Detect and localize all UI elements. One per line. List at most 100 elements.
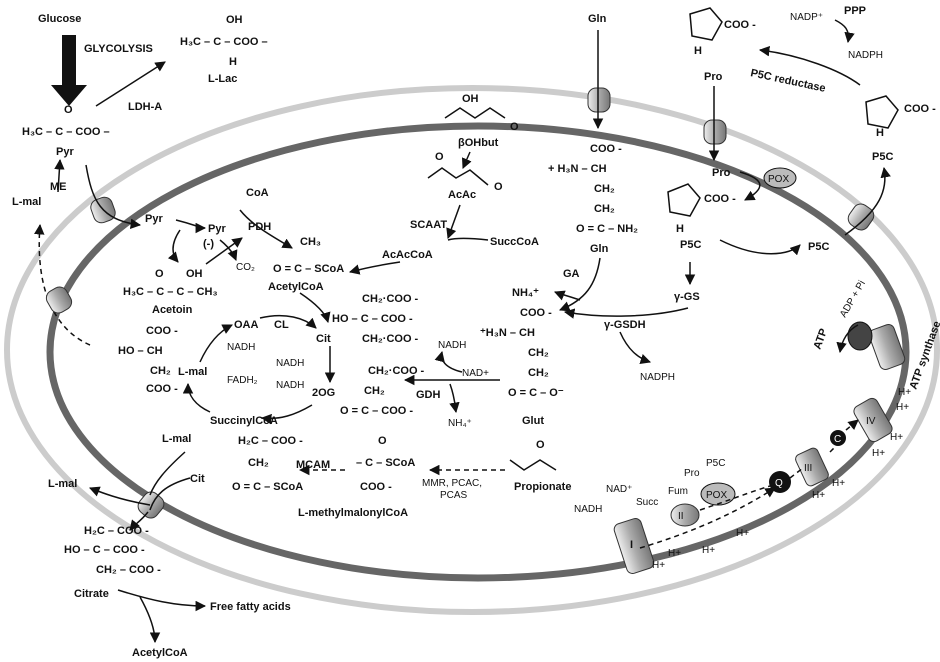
- gln-struct-3: CH₂: [594, 183, 615, 195]
- hplus-4: H+: [736, 528, 749, 539]
- cit-bottom-label: Cit: [190, 473, 205, 485]
- hplus-8: H+: [890, 432, 903, 443]
- bohbut-skeleton: [444, 107, 506, 119]
- bohbut-arrow: [461, 151, 472, 169]
- gamma-gsdh-arrow: [563, 307, 689, 319]
- glut-label: Glut: [522, 415, 544, 427]
- glucose-label: Glucose: [38, 13, 81, 25]
- p5c-outer-coo: COO -: [904, 103, 936, 115]
- pro-ring-top: [689, 7, 723, 41]
- p5c-etc-label: P5C: [706, 458, 725, 469]
- cit-struct-2: HO – C – COO -: [332, 313, 413, 325]
- atp-formation-arrow: [836, 324, 859, 354]
- nadph-top-label: NADPH: [848, 50, 883, 61]
- bohbut-label: βOHbut: [458, 137, 499, 149]
- nadph-mid-label: NADPH: [640, 372, 675, 383]
- two-og-label: 2OG: [312, 387, 335, 399]
- nad-reduce-arrow: [434, 350, 463, 373]
- gdh-label: GDH: [416, 389, 441, 401]
- nad-gdh-label: NAD+: [462, 368, 489, 379]
- complex-iii-shape: [795, 447, 829, 487]
- pyr-to-pyr-arrow: [175, 219, 207, 234]
- mal-struct-1: COO -: [146, 325, 178, 337]
- cit-struct-1: CH₂·COO -: [362, 293, 419, 305]
- nh4-gdh-label: NH₄⁺: [448, 418, 472, 429]
- pro-transporter: [703, 119, 727, 145]
- nadp-label: NADP⁺: [790, 12, 823, 23]
- acetoin-oh: OH: [186, 268, 203, 280]
- oaa-label: OAA: [234, 319, 259, 331]
- complex-iii-label: III: [804, 463, 812, 474]
- pox-etc-shape: [700, 482, 736, 506]
- glut-struct-1: COO -: [520, 307, 552, 319]
- p5c-inner-coo: COO -: [704, 193, 736, 205]
- nadh-ogdh-label: NADH: [276, 380, 304, 391]
- l-mmcoa-label: L-methylmalonylCoA: [298, 507, 408, 519]
- electron-flow-1: [639, 487, 776, 549]
- oaa-cit-arrow: [259, 314, 317, 329]
- inhibit-label: (-): [203, 238, 214, 250]
- succcoa-label: SuccCoA: [490, 236, 539, 248]
- nadh-mal-label: NADH: [227, 342, 255, 353]
- succinyl-mal-arrow: [182, 382, 211, 413]
- cit-out-arrow: [129, 511, 149, 531]
- hplus-7: H+: [872, 448, 885, 459]
- nh4-release-arrow: [554, 290, 581, 301]
- gln-struct-2: + H₃N – CH: [548, 163, 607, 175]
- pro-etc-label: Pro: [684, 468, 700, 479]
- pyr-structure: H₃C – C – COO –: [22, 126, 110, 138]
- fadh2-label: FADH₂: [227, 375, 258, 386]
- succcoa-struct-2: CH₂: [248, 457, 269, 469]
- pyr-pdh-label: Pyr: [208, 223, 226, 235]
- ffa-label: Free fatty acids: [210, 601, 291, 613]
- atp-label: ATP: [812, 327, 831, 351]
- pyr-label: Pyr: [56, 146, 74, 158]
- succ-label: Succ: [636, 497, 658, 508]
- 2og-succinyl-arrow: [260, 404, 313, 425]
- l-mal-bottom-label: L-mal: [162, 433, 191, 445]
- pyr-acetoin-arrow: [167, 229, 181, 263]
- glut-struct-4: CH₂: [528, 367, 549, 379]
- cit-label: Cit: [316, 333, 331, 345]
- acetylcoa-ch3: CH₃: [300, 236, 321, 248]
- citrate-struct-3: CH₂ – COO -: [96, 564, 161, 576]
- pox-enzyme: [763, 167, 797, 189]
- succcoa-struct-3: O = C – SCoA: [232, 481, 303, 493]
- ga-label: GA: [563, 268, 580, 280]
- p5c-export-arrow: [719, 239, 801, 256]
- acac-label: AcAc: [448, 189, 476, 201]
- hplus-10: H+: [898, 387, 911, 398]
- nadh-icdh-label: NADH: [276, 358, 304, 369]
- p5c-ring-outer: [865, 95, 899, 129]
- p5c-transporter: [847, 203, 875, 231]
- atp-synthase-head: [847, 321, 873, 351]
- acetylcoa-bottom-label: AcetylCoA: [132, 647, 188, 659]
- pcas-label: PCAS: [440, 490, 468, 501]
- p5c-inner-label: P5C: [680, 239, 701, 251]
- mal-oaa-arrow: [199, 324, 233, 363]
- akg-struct-2: CH₂: [364, 385, 385, 397]
- p5c-inner-nh: H: [676, 223, 684, 235]
- acac-o: O: [435, 151, 444, 163]
- l-lac-h: H: [229, 56, 237, 68]
- pox-etc-label: POX: [706, 490, 727, 501]
- mal-struct-3: CH₂: [150, 365, 171, 377]
- pro-top-label: Pro: [704, 71, 723, 83]
- p5c-reductase-arrow: [758, 45, 861, 86]
- hplus-3: H+: [702, 545, 715, 556]
- electron-flow-3: [789, 467, 804, 479]
- coa-label: CoA: [246, 187, 269, 199]
- c-label: C: [834, 434, 841, 445]
- complex-i-shape: [613, 518, 655, 574]
- acetoin-structure: H₃C – C – C – CH₃: [123, 286, 218, 298]
- hplus-9: H+: [896, 402, 909, 413]
- citrate-struct-1: H₂C – COO -: [84, 525, 149, 537]
- succinylcoa-label: SuccinylCoA: [210, 415, 278, 427]
- ga-arrow: [559, 257, 601, 312]
- mmr-label: MMR, PCAC,: [422, 478, 482, 489]
- mal-struct-4: COO -: [146, 383, 178, 395]
- hplus-2: H+: [668, 548, 681, 559]
- pdh-arrow: [239, 209, 293, 249]
- gln-transporter: [587, 87, 611, 113]
- mal-struct-2: HO – CH: [118, 345, 163, 357]
